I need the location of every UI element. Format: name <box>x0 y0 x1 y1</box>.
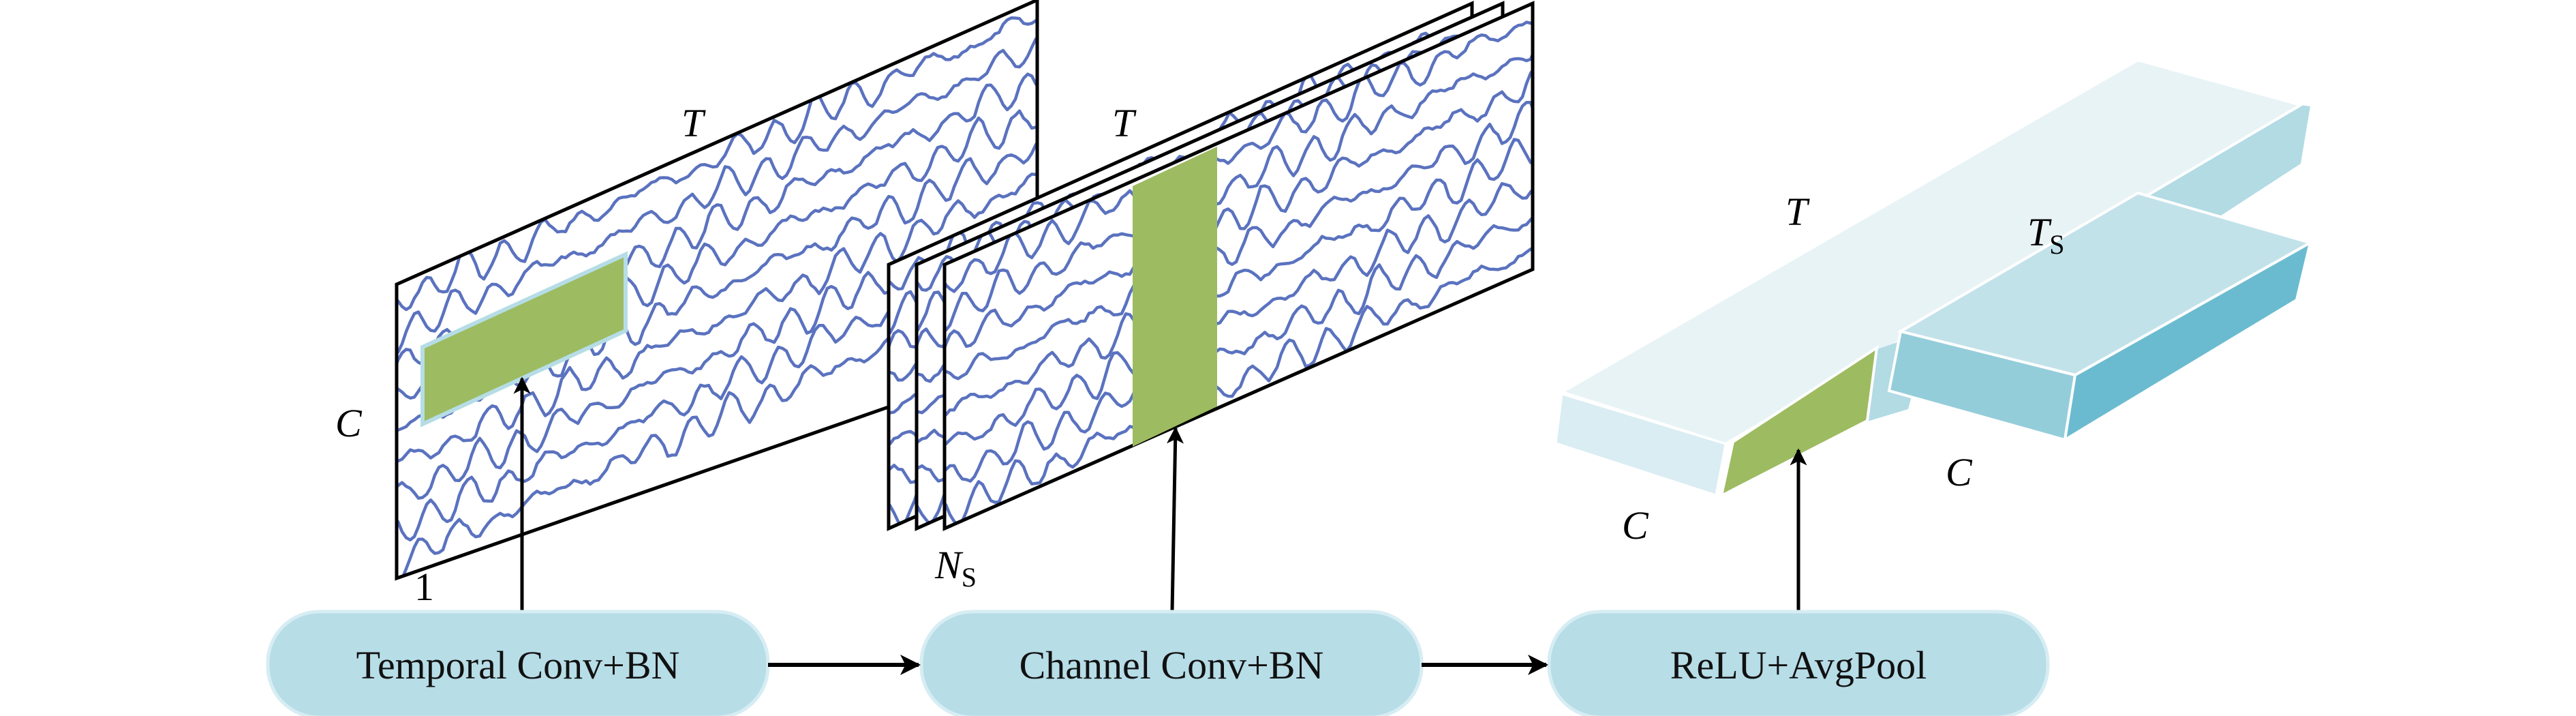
pooled-channel-label-right: C <box>1946 450 1973 494</box>
eeg-trace <box>945 100 1533 381</box>
eeg-trace <box>397 9 1037 312</box>
temporal-kernel-highlight <box>420 251 628 428</box>
arrow-to-channel-kernel <box>1167 426 1184 612</box>
pooled-channel-label-left: C <box>1622 503 1649 548</box>
eeg-trace <box>945 213 1533 483</box>
pooled-feature-blocks <box>1554 58 2314 498</box>
feature-map-front <box>942 1 1535 531</box>
stage-relu-avgpool-label: ReLU+AvgPool <box>1670 643 1927 687</box>
input-eeg-panel <box>395 0 1039 581</box>
stage-channel-conv-label: Channel Conv+BN <box>1019 643 1324 687</box>
eeg-signal-traces <box>945 16 1533 527</box>
eeg-trace <box>945 138 1533 417</box>
pooled-time-label: T <box>1785 190 1810 234</box>
feature-time-label: T <box>1112 101 1137 145</box>
input-time-label: T <box>681 101 706 145</box>
stage-temporal-conv-label: Temporal Conv+BN <box>356 643 680 687</box>
eeg-trace <box>945 16 1533 293</box>
channel-kernel-highlight <box>1133 147 1217 447</box>
eeg-trace <box>945 179 1533 451</box>
input-channel-label: C <box>335 401 363 445</box>
pooled-kernel-highlight <box>1719 344 1879 498</box>
eeg-trace <box>945 248 1533 527</box>
pooled-reduced-time-label: TS <box>2027 210 2065 260</box>
eeg-trace <box>397 170 1037 467</box>
stage-channel-conv[interactable]: Channel Conv+BN <box>919 610 1424 716</box>
temporal-feature-maps-stack <box>887 1 1535 531</box>
short-block-side-face <box>2063 240 2313 443</box>
filters-count-label: NS <box>934 543 977 593</box>
stage-relu-avgpool[interactable]: ReLU+AvgPool <box>1547 610 2050 716</box>
input-depth-label: 1 <box>414 565 434 609</box>
eeg-trace <box>945 43 1533 333</box>
stage-temporal-conv[interactable]: Temporal Conv+BN <box>266 610 770 716</box>
long-bar-front-face <box>1554 393 1727 496</box>
eeg-trace <box>397 37 1037 354</box>
eeg-trace <box>945 63 1533 368</box>
